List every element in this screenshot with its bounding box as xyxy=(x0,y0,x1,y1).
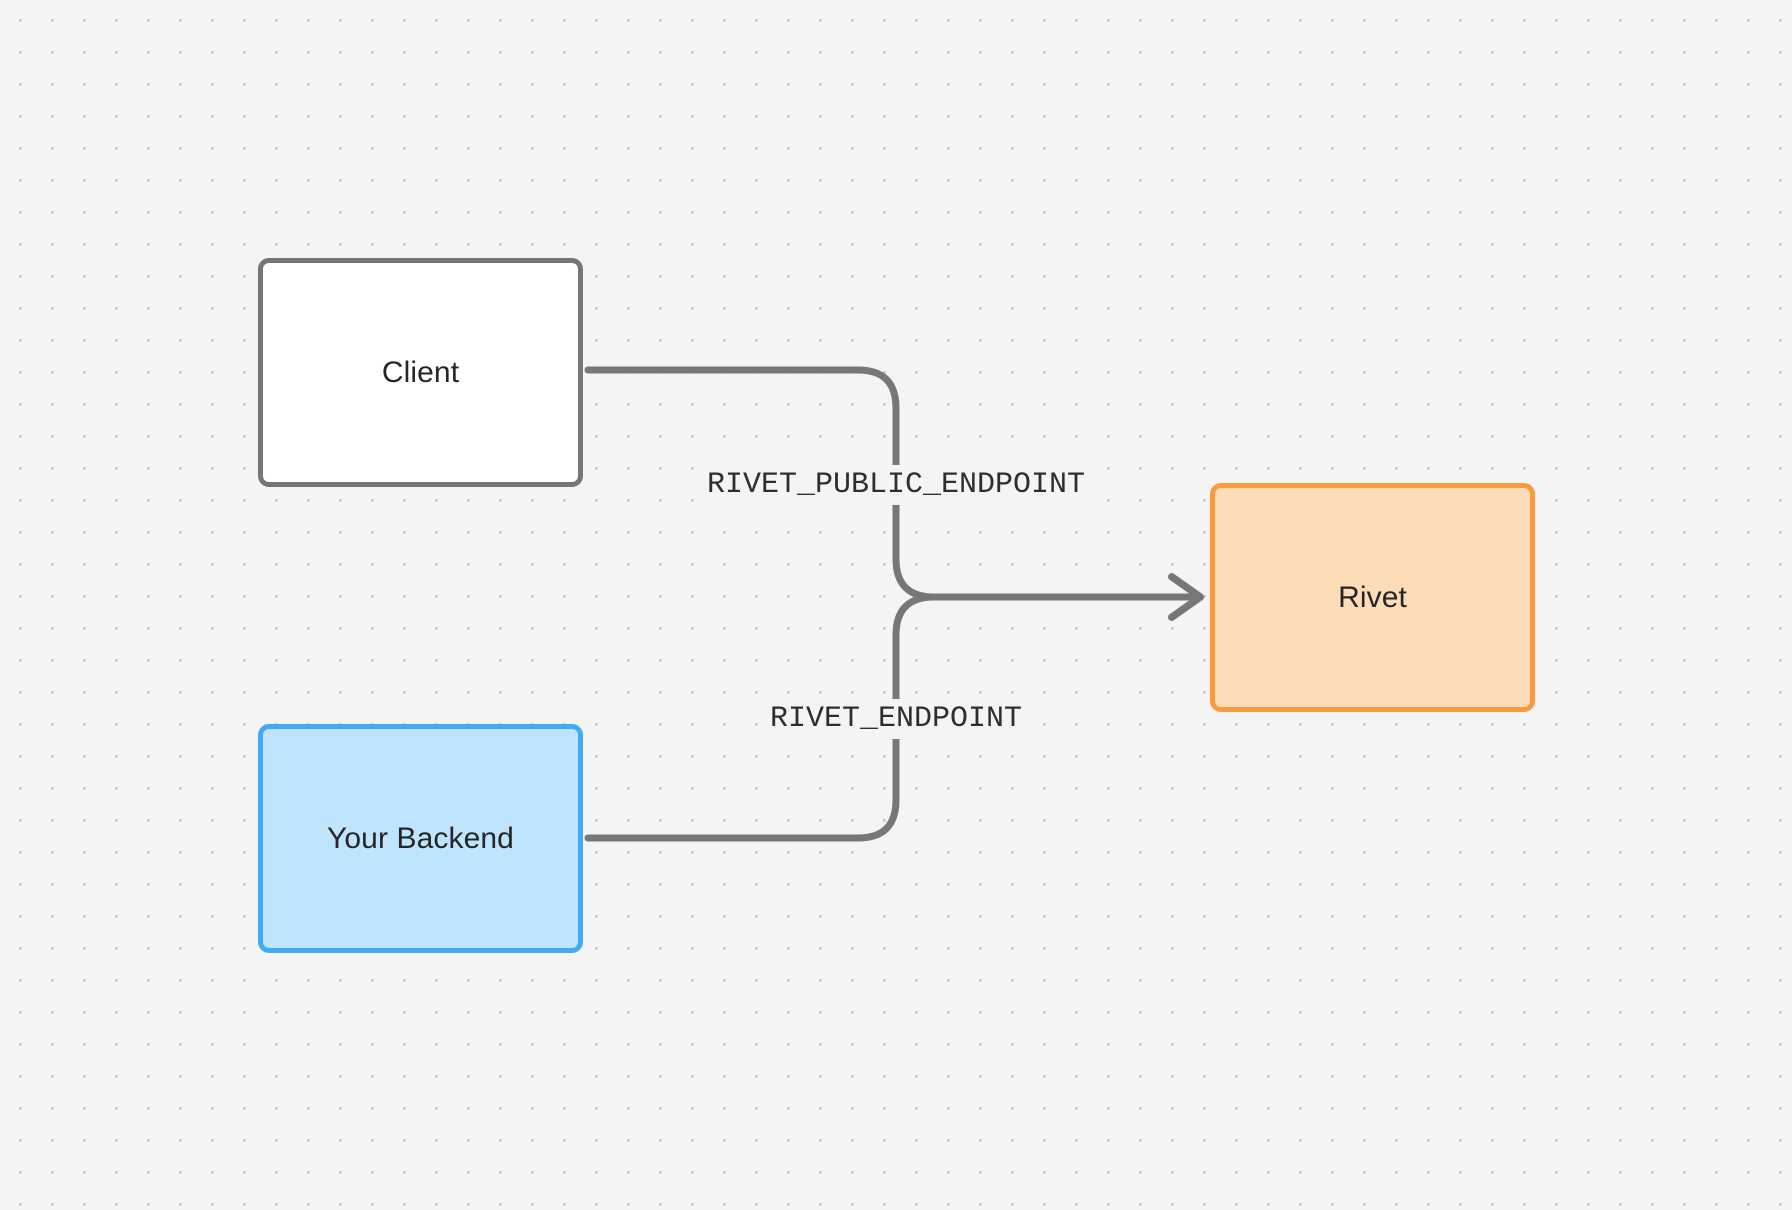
edge-label-rivet-endpoint: RIVET_ENDPOINT xyxy=(763,699,1029,739)
node-your-backend-label: Your Backend xyxy=(327,821,514,855)
node-rivet[interactable]: Rivet xyxy=(1210,483,1535,712)
node-your-backend[interactable]: Your Backend xyxy=(258,724,583,953)
node-client-label: Client xyxy=(381,355,460,389)
node-client[interactable]: Client xyxy=(258,258,583,487)
node-rivet-label: Rivet xyxy=(1338,580,1407,614)
edge-label-rivet-public-endpoint: RIVET_PUBLIC_ENDPOINT xyxy=(700,465,1092,505)
